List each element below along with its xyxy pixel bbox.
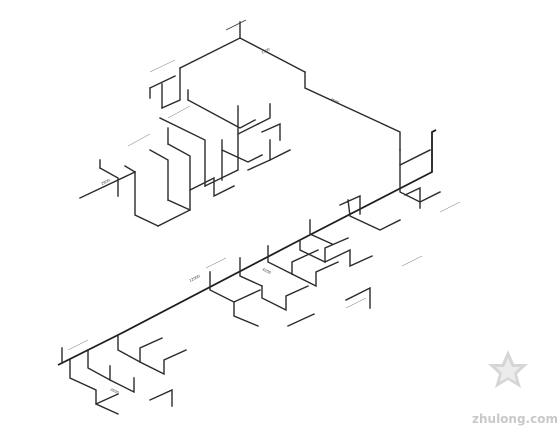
label-branch-c: 4200 xyxy=(262,267,273,275)
main-run xyxy=(57,129,437,366)
annotation-labels: 1500 12000 3500 2800 4200 2600 xyxy=(101,47,341,396)
watermark: zhulong.com xyxy=(472,350,558,426)
watermark-logo-icon xyxy=(488,350,528,388)
upper-loop xyxy=(149,19,401,151)
left-loop xyxy=(79,127,235,227)
center-branches xyxy=(209,219,373,327)
label-top: 1500 xyxy=(261,47,272,55)
middle-risers xyxy=(159,103,291,187)
label-branch-d: 2600 xyxy=(110,387,121,395)
leader-lines xyxy=(67,59,461,351)
label-branch-a: 3500 xyxy=(330,97,341,105)
lower-left-branches xyxy=(69,334,187,415)
label-main-run: 12000 xyxy=(189,274,202,283)
label-branch-b: 2800 xyxy=(101,178,112,186)
right-cluster xyxy=(339,149,441,231)
watermark-text: zhulong.com xyxy=(472,412,558,426)
